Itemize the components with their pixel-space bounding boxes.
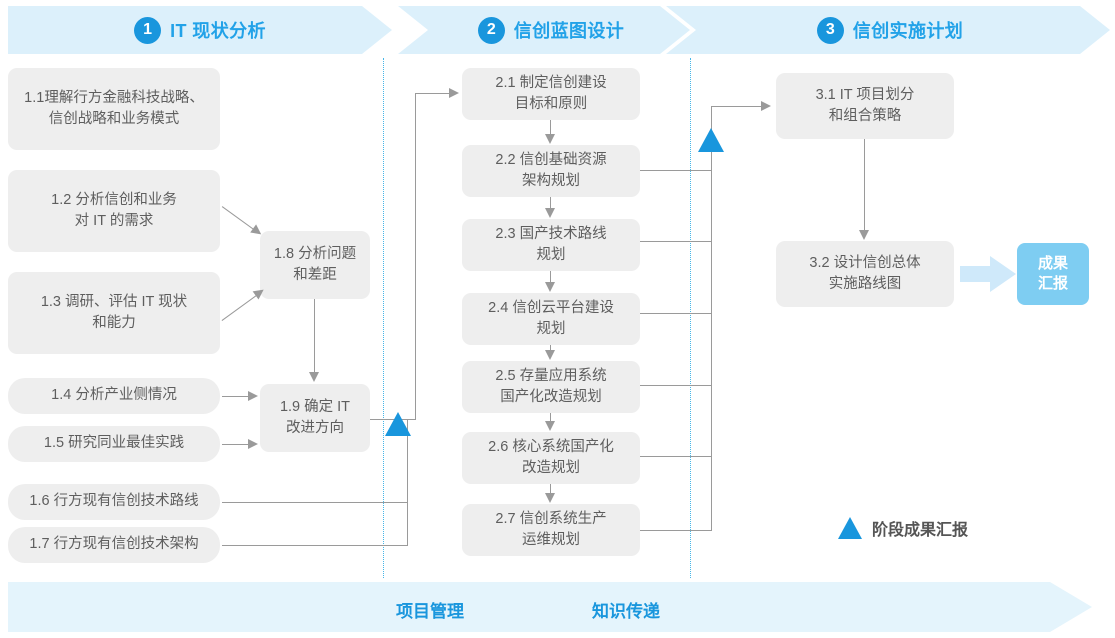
connector-2-6-to-2-7	[550, 484, 552, 494]
process-box-1-3[interactable]: 1.3 调研、评估 IT 现状 和能力	[8, 272, 220, 354]
connector-2-5-to-2-6	[550, 413, 552, 422]
connector-2-3-run	[640, 241, 712, 243]
bottom-band-label-1: 知识传递	[592, 602, 660, 621]
connector-2-5-run	[640, 385, 712, 387]
connector-2-1-to-2-2	[550, 120, 552, 135]
connector-into-2-1	[415, 93, 451, 95]
arrow-head-icon	[248, 439, 258, 449]
connector-2-3-to-2-4	[550, 271, 552, 283]
phase-number-2: 2	[477, 16, 505, 44]
process-box-2-7[interactable]: 2.7 信创系统生产 运维规划	[462, 504, 640, 556]
arrow-head-icon	[545, 282, 555, 292]
process-box-2-3[interactable]: 2.3 国产技术路线 规划	[462, 219, 640, 271]
process-box-2-6[interactable]: 2.6 核心系统国产化 改造规划	[462, 432, 640, 484]
arrow-head-icon	[248, 391, 258, 401]
connector-1-9-riser	[415, 93, 417, 420]
legend-label: 阶段成果汇报	[872, 522, 969, 539]
process-box-3-2[interactable]: 3.2 设计信创总体 实施路线图	[776, 241, 954, 307]
process-box-2-2[interactable]: 2.2 信创基础资源 架构规划	[462, 145, 640, 197]
process-box-1-1[interactable]: 1.1理解行方金融科技战略、 信创战略和业务模式	[8, 68, 220, 150]
process-box-2-5[interactable]: 2.5 存量应用系统 国产化改造规划	[462, 361, 640, 413]
legend: 阶段成果汇报	[838, 516, 968, 540]
process-box-1-9[interactable]: 1.9 确定 IT 改进方向	[260, 384, 370, 452]
connector-bus-to-3-1	[711, 106, 763, 108]
connector-1-4-to-1-9	[222, 396, 250, 398]
phase-number-3: 3	[816, 16, 844, 44]
phase-divider-2	[690, 58, 691, 578]
connector-2-6-run	[640, 456, 712, 458]
arrow-head-icon	[859, 230, 869, 240]
phase-label-3: 信创实施计划	[852, 21, 964, 41]
milestone-triangle-phase2	[698, 128, 724, 152]
connector-2-4-run	[640, 313, 712, 315]
phase-label-1: IT 现状分析	[170, 21, 266, 41]
connector-2-4-to-2-5	[550, 345, 552, 351]
process-box-1-2[interactable]: 1.2 分析信创和业务 对 IT 的需求	[8, 170, 220, 252]
process-box-1-4[interactable]: 1.4 分析产业侧情况	[8, 378, 220, 414]
process-box-1-7[interactable]: 1.7 行方现有信创技术架构	[8, 527, 220, 563]
connector-1-2-to-1-8	[221, 206, 265, 239]
connector-2-2-to-2-3	[550, 197, 552, 209]
connector-2-7-run	[640, 530, 712, 532]
triangle-up-icon	[838, 517, 862, 539]
phase-header-3: 3 信创实施计划	[666, 6, 1110, 54]
connector-2-2-run	[640, 170, 712, 172]
arrow-head-icon	[449, 88, 459, 98]
connector-1-7-run	[222, 545, 408, 547]
connector-1-8-to-1-9	[314, 299, 316, 372]
result-arrow-icon	[960, 256, 1016, 292]
phase-divider-1	[383, 58, 384, 578]
connector-1-6-run	[222, 502, 408, 504]
phase2-output-bus	[711, 106, 713, 531]
process-box-1-6[interactable]: 1.6 行方现有信创技术路线	[8, 484, 220, 520]
arrow-head-icon	[545, 493, 555, 503]
process-box-2-4[interactable]: 2.4 信创云平台建设 规划	[462, 293, 640, 345]
connector-1-5-to-1-9	[222, 444, 250, 446]
phase-header-1: 1 IT 现状分析	[8, 6, 392, 54]
arrow-head-icon	[761, 101, 771, 111]
process-box-1-8[interactable]: 1.8 分析问题 和差距	[260, 231, 370, 299]
connector-1-6-1-7-bus	[407, 419, 409, 546]
result-report-box[interactable]: 成果 汇报	[1017, 243, 1089, 305]
connector-3-1-to-3-2	[864, 139, 866, 231]
arrow-head-icon	[545, 350, 555, 360]
milestone-triangle-phase1	[385, 412, 411, 436]
arrow-head-icon	[545, 134, 555, 144]
bottom-band-label-0: 项目管理	[396, 602, 464, 621]
phase-label-2: 信创蓝图设计	[513, 21, 625, 41]
process-box-1-5[interactable]: 1.5 研究同业最佳实践	[8, 426, 220, 462]
phase-header-2: 2 信创蓝图设计	[398, 6, 690, 54]
phase-number-1: 1	[134, 16, 162, 44]
process-box-3-1[interactable]: 3.1 IT 项目划分 和组合策略	[776, 73, 954, 139]
bottom-band-arrow-icon	[1050, 582, 1092, 632]
arrow-head-icon	[309, 372, 319, 382]
arrow-head-icon	[545, 421, 555, 431]
connector-1-3-to-1-8	[221, 285, 267, 322]
bottom-band	[8, 582, 1050, 632]
process-box-2-1[interactable]: 2.1 制定信创建设 目标和原则	[462, 68, 640, 120]
arrow-head-icon	[545, 208, 555, 218]
